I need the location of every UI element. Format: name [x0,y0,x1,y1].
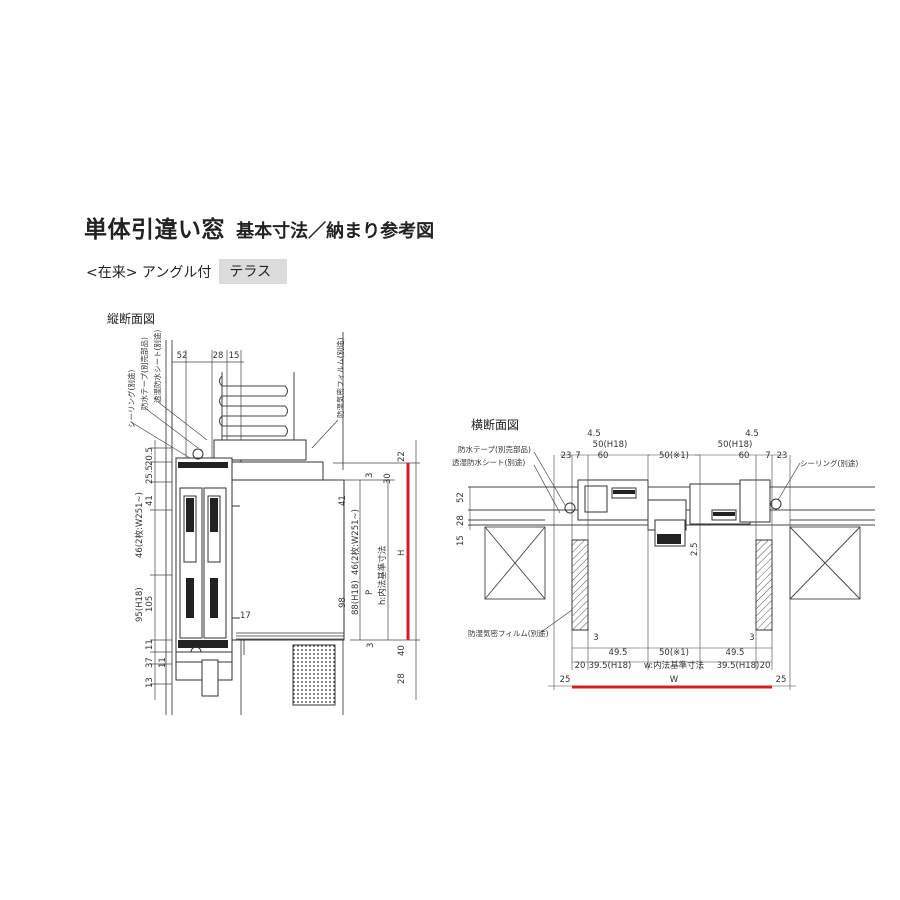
hs-callout-waterproof-tape: 防水テープ(別売部品) [458,444,531,454]
hs-dim-50-h18b: 50(H18) [718,440,753,450]
vs-left-13: 13 [145,677,155,688]
vs-dim-22: 22 [397,451,407,462]
hs-outer-25b: 25 [776,675,787,685]
vs-left-11b: 11 [158,657,168,668]
hs-dim-7b: 7 [765,451,770,461]
vs-callout-vapor-film: 防湿気密フィルム(別途) [335,337,345,418]
vs-callout-waterproof-tape: 防水テープ(別売部品) [139,337,149,410]
hs-callout-moisture-sheet: 透湿防水シート(別途) [452,457,525,467]
hs-dim-4-5b: 4.5 [745,429,759,439]
page-title-row: 単体引違い窓 基本寸法／納まり参考図 [84,210,434,244]
hs-dim-60b: 60 [739,451,750,461]
horizontal-section-drawing: 4.5 50(H18) 23 7 60 50(※1) 4.5 50(H18) 6… [452,429,875,690]
hs-left-15: 15 [456,535,466,546]
hs-dim-50-c: 50(※1) [659,451,689,461]
vs-callout-moisture-sheet: 透湿防水シート(別途) [152,330,162,403]
hs-left-52: 52 [456,492,466,503]
vs-dim-40: 40 [397,645,407,656]
installation-type: <在来> アングル付 [86,264,212,281]
installation-row: <在来> アングル付 テラス [86,259,288,284]
page-subtitle: 基本寸法／納まり参考図 [236,221,435,242]
vs-left-11: 11 [145,639,155,650]
hs-bottom-20b: 20 [760,661,771,671]
horizontal-section-title: 横断面図 [471,418,520,432]
vs-dim-15: 15 [229,351,240,361]
hs-left-28: 28 [456,515,466,526]
vs-dim-28b: 28 [397,673,407,684]
vs-dim-98: 98 [338,597,348,608]
hs-outer-W: W [670,675,679,685]
vs-dim-41: 41 [338,495,348,506]
hs-bottom-3a: 3 [593,633,598,643]
hs-dim-23a: 23 [561,451,572,461]
vs-dim-3a: 3 [365,473,375,478]
vs-dim-28: 28 [213,351,224,361]
vs-dim-46: 46(2枚:W251~) [350,509,361,575]
vs-dim-H: H [397,550,407,556]
hs-bottom-49-5b: 49.5 [726,648,745,658]
hs-callout-sealing: シーリング(別途) [800,458,858,468]
hs-bottom-20a: 20 [575,661,586,671]
vs-left-37: 37 [145,657,155,668]
hs-bottom-3b: 3 [749,633,754,643]
vertical-section-title: 縦断面図 [107,312,156,326]
vs-left-20-5: 20.5 [145,447,155,466]
installation-tag: テラス [219,259,288,284]
vs-left-105: 105 [145,596,155,612]
vs-callout-sealing: シーリング(別途) [126,370,136,428]
hs-dim-50-h18a: 50(H18) [593,440,628,450]
vs-left-95: 95(H18) [135,587,145,622]
vs-dim-30: 30 [383,473,393,484]
vs-dim-88: 88(H18) [351,580,361,615]
hs-bottom-49-5a: 49.5 [609,648,628,658]
vs-dim-17: 17 [240,611,251,621]
vs-dim-3b: 3 [366,643,376,648]
hs-bottom-39-5b: 39.5(H18) [717,661,760,671]
vs-left-41: 41 [145,495,155,506]
vs-dim-52: 52 [177,351,188,361]
hs-callout-vapor-film: 防湿気密フィルム(別途) [468,628,549,638]
hs-outer-25a: 25 [560,675,571,685]
hs-dim-4-5a: 4.5 [587,429,601,439]
hs-dim-7a: 7 [575,451,580,461]
vs-dim-P: P [365,590,375,595]
hs-bottom-50-c: 50(※1) [659,648,689,658]
hs-bottom-w-std: w:内法基準寸法 [644,660,704,671]
vs-dim-hstd: h:内法基準寸法 [377,546,388,605]
vs-left-46: 46(2枚:W251~) [134,492,145,558]
hs-mid-2-5: 2.5 [690,542,700,556]
vertical-section-drawing: 52 28 15 シーリング(別途) 防水テープ(別売部品) 透湿防水シート(別… [126,330,420,715]
vs-left-25-5: 25.5 [145,465,155,484]
hs-dim-23b: 23 [777,451,788,461]
page-title: 単体引違い窓 [84,217,225,243]
hs-bottom-39-5a: 39.5(H18) [589,661,632,671]
hs-dim-60a: 60 [598,451,609,461]
